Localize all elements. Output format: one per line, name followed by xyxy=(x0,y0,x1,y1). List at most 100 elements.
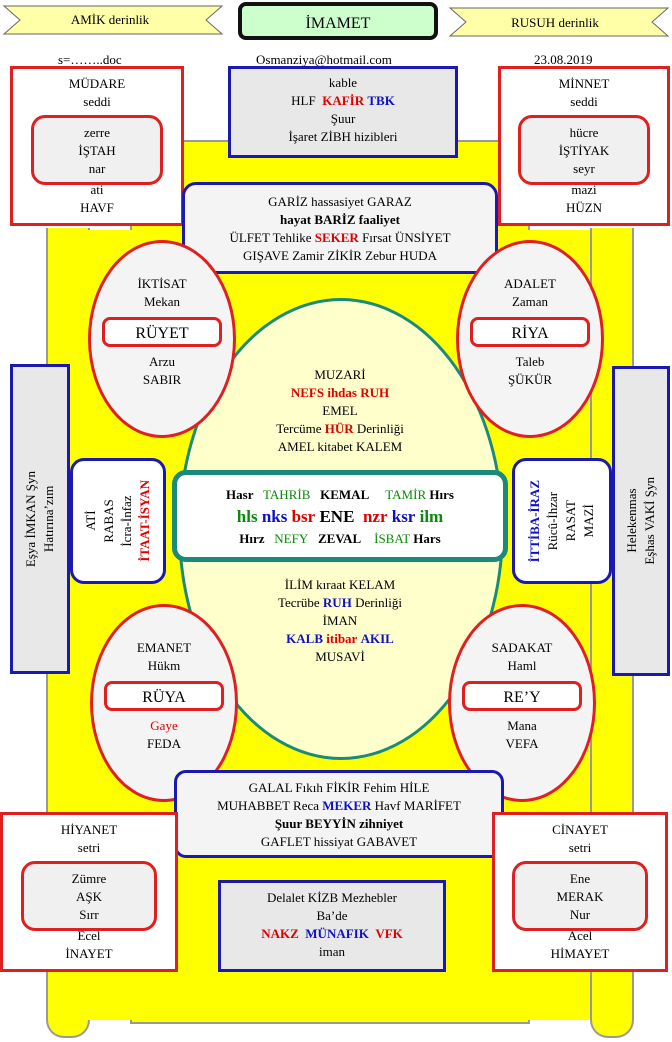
top-left-t2: seddi xyxy=(83,94,111,109)
cb-nefy: NEFY xyxy=(274,531,309,546)
cob-l4a: KALB xyxy=(286,631,324,646)
top-center-l2c: TBK xyxy=(367,93,395,108)
sri-l3: RASAT xyxy=(563,500,578,542)
cb-bsr: bsr xyxy=(291,507,316,526)
oul-t2: Mekan xyxy=(143,294,181,309)
top-right-t1: MİNNET xyxy=(558,76,610,91)
oul-b1: Arzu xyxy=(149,354,175,369)
lm-l4: GAFLET hissiyat GABAVET xyxy=(260,834,418,849)
sli-l1: ATİ xyxy=(83,510,98,532)
oval-upper-left: İKTİSAT Mekan RÜYET Arzu SABIR xyxy=(88,240,236,438)
top-left-inner: zerre İŞTAH nar xyxy=(31,115,163,185)
date-text: 23.08.2019 xyxy=(534,52,593,67)
top-left-b2: HAVF xyxy=(80,200,114,215)
lm-l2b: MEKER xyxy=(322,798,372,813)
oll-t2: Hükm xyxy=(147,658,181,673)
sli-l3: İcra-İnfaz xyxy=(119,495,134,547)
top-right-i3: seyr xyxy=(573,161,595,176)
cb-isbat: İSBAT xyxy=(374,531,411,546)
br-i1: Ene xyxy=(569,871,591,886)
br-i2: MERAK xyxy=(556,889,604,904)
rey-box: RE’Y xyxy=(462,681,582,711)
upper-mid-l3a: ÜLFET Tehlike xyxy=(229,230,312,245)
cob-l5: MUSAVİ xyxy=(315,649,365,664)
bl-b2: İNAYET xyxy=(65,946,113,961)
oll-b2: FEDA xyxy=(147,736,181,751)
center-row-1: Hasr TAHRİB KEMAL TAMİR Hırs xyxy=(177,485,503,505)
lm-l3: Şuur BEYYİN zihniyet xyxy=(274,816,404,831)
center-row-3: Hırz NEFY ZEVAL İSBAT Hars xyxy=(177,529,503,549)
br-i3: Nur xyxy=(569,907,591,922)
upper-mid-box: GARİZ hassasiyet GARAZ hayat BARİZ faali… xyxy=(182,182,498,274)
cot-l5: AMEL kitabet KALEM xyxy=(277,439,403,454)
cb-nzr: nzr xyxy=(362,507,388,526)
side-right-outer: Helekenmas Eşhas VAKİ Şyn xyxy=(612,366,670,676)
bottom-right-inner: Ene MERAK Nur xyxy=(512,861,648,931)
cb-ene: ENE xyxy=(319,507,355,526)
cb-hars: Hars xyxy=(413,531,441,546)
cot-l2a: NEFS xyxy=(290,385,325,400)
oul-t1: İKTİSAT xyxy=(137,276,187,291)
bl-b1: Ecel xyxy=(77,928,101,943)
file-name: s=……..doc xyxy=(58,52,122,67)
br-b1: Acel xyxy=(567,928,593,943)
bl-t2: setri xyxy=(77,840,101,855)
our-b1: Taleb xyxy=(515,354,545,369)
top-left-t1: MÜDARE xyxy=(68,76,126,91)
center-oval-top: MUZARİ NEFS ihdas RUH EMEL Tercüme HÜR D… xyxy=(220,366,460,456)
email-text: Osmanziya@hotmail.com xyxy=(256,52,392,67)
cot-l4c: Derinliği xyxy=(356,421,404,436)
cb-ilm: ilm xyxy=(419,507,444,526)
our-t2: Zaman xyxy=(511,294,549,309)
br-t2: setri xyxy=(568,840,592,855)
cob-l4b: itibar xyxy=(326,631,358,646)
cb-tahrib: TAHRİB xyxy=(263,487,311,502)
our-t1: ADALET xyxy=(504,276,556,291)
lower-mid-box: GALAL Fıkıh FİKİR Fehim HİLE MUHABBET Re… xyxy=(174,770,504,858)
cob-l2c: Derinliği xyxy=(355,595,402,610)
top-right-t2: seddi xyxy=(570,94,598,109)
sro-l2: Eşhas VAKİ Şyn xyxy=(642,477,657,565)
olr-b2: VEFA xyxy=(505,736,539,751)
olr-b1: Mana xyxy=(507,718,537,733)
top-right-box: MİNNET seddi hücre İŞTİYAK seyr mazi HÜZ… xyxy=(498,66,670,226)
header-ribbons xyxy=(2,5,670,37)
slo-l1: Eşya İMKAN Şyn xyxy=(23,470,38,568)
bl-i3: Sırr xyxy=(79,907,99,922)
slo-l2: Hatırına’zım xyxy=(41,485,56,553)
bl-i1: Zümre xyxy=(71,871,107,886)
top-right-b1: mazi xyxy=(571,182,597,197)
sri-l4: MAZİ xyxy=(581,504,596,538)
olr-t1: SADAKAT xyxy=(491,640,553,655)
bottom-center-box: Delalet KİZB Mezhebler Ba’de NAKZ MÜNAFI… xyxy=(218,880,446,972)
top-center-box: kable HLF KAFİR TBK Şuur İşaret ZİBH hiz… xyxy=(228,66,458,158)
top-left-i3: nar xyxy=(88,161,106,176)
side-left-outer: Eşya İMKAN Şyn Hatırına’zım xyxy=(10,364,70,674)
cot-l1: MUZARİ xyxy=(314,367,366,382)
top-left-i1: zerre xyxy=(84,125,110,140)
top-center-l2a: HLF xyxy=(291,93,316,108)
cot-l4a: Tercüme xyxy=(276,421,322,436)
upper-mid-l2: hayat BARİZ faaliyet xyxy=(280,212,400,227)
side-left-inner: ATİ RABAS İcra-İnfaz İTAAT-İSYAN xyxy=(70,458,166,584)
br-b2: HİMAYET xyxy=(550,946,610,961)
top-left-b1: ati xyxy=(90,182,104,197)
bottom-right-box: CİNAYET setri Ene MERAK Nur Acel HİMAYET xyxy=(492,812,668,972)
cob-l2b: RUH xyxy=(322,595,352,610)
cb-tamir: TAMİR xyxy=(385,487,427,502)
olr-t2: Haml xyxy=(507,658,537,673)
top-center-l1: kable xyxy=(328,75,358,90)
top-center-l4: İşaret ZİBH hizibleri xyxy=(288,129,398,144)
sli-l2: RABAS xyxy=(101,499,116,543)
rüya-box: RÜYA xyxy=(104,681,224,711)
bc-l3a: NAKZ xyxy=(261,926,299,941)
top-right-b2: HÜZN xyxy=(565,200,603,215)
cob-l3: İMAN xyxy=(322,613,358,628)
cob-l1: İLİM kıraat KELAM xyxy=(284,577,396,592)
bc-l4: iman xyxy=(319,944,345,959)
cot-l4b: HÜR xyxy=(324,421,354,436)
right-ribbon-label: RUSUH derinlik xyxy=(511,15,599,30)
top-center-l2b: KAFİR xyxy=(322,93,365,108)
upper-mid-l3c: Fırsat ÜNSİYET xyxy=(362,230,451,245)
top-right-inner: hücre İŞTİYAK seyr xyxy=(518,115,650,185)
